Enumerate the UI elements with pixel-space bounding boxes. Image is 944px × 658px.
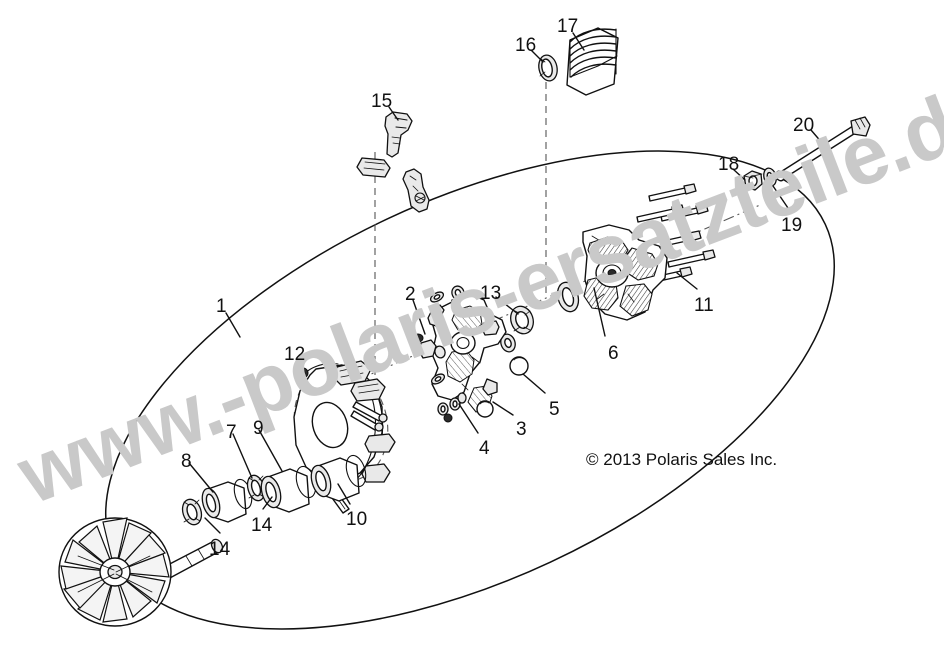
callout-leader-lines: [188, 32, 824, 534]
callout-label-7: 7: [226, 422, 237, 443]
part-19-washer: [763, 167, 777, 187]
callout-label-9: 9: [253, 418, 264, 439]
callout-label-10: 10: [346, 509, 368, 530]
assembly-centerlines: [299, 70, 761, 406]
part-1-drive-clutch-fan-sheave: [58, 517, 224, 627]
part-4-o-rings: [437, 392, 467, 423]
callout-label-16: 16: [515, 35, 537, 56]
callout-label-2: 2: [405, 284, 416, 305]
part-3-ball: [476, 400, 494, 418]
part-15-clutch-weights: [356, 111, 430, 213]
part-20-long-bolt: [774, 116, 871, 182]
part-12-fastener: [297, 367, 309, 379]
callout-label-11: 11: [694, 295, 714, 316]
copyright-notice: © 2013 Polaris Sales Inc.: [586, 450, 778, 469]
callout-label-8: 8: [181, 451, 192, 472]
part-16-spring-seat-washer: [538, 54, 558, 82]
part-stack-spacers-bushings: [181, 454, 367, 526]
part-18-nut: [743, 170, 763, 191]
callout-label-15: 15: [371, 91, 393, 112]
callout-label-18: 18: [718, 154, 740, 175]
callout-label-4: 4: [479, 438, 490, 459]
part-6-bushing: [556, 281, 580, 313]
callout-label-19: 19: [781, 215, 803, 236]
callout-label-5: 5: [549, 399, 560, 420]
callout-label-13: 13: [480, 283, 502, 304]
part-center-movable-sheave: [431, 293, 507, 413]
callout-label-3: 3: [516, 419, 527, 440]
callout-label-20: 20: [793, 115, 815, 136]
callout-label-14a: 14: [209, 539, 231, 560]
callout-label-14b: 14: [251, 515, 273, 536]
part-5-ball: [509, 356, 529, 376]
callout-label-17: 17: [557, 16, 579, 37]
callout-label-6: 6: [608, 343, 619, 364]
part-2-rollers-and-pins: [412, 285, 465, 385]
callout-label-1: 1: [216, 296, 227, 317]
part-17-clutch-spring: [566, 27, 619, 96]
part-13-spacer: [500, 305, 534, 353]
part-6-clutch-spider: [582, 224, 668, 321]
callout-label-12: 12: [284, 344, 306, 365]
